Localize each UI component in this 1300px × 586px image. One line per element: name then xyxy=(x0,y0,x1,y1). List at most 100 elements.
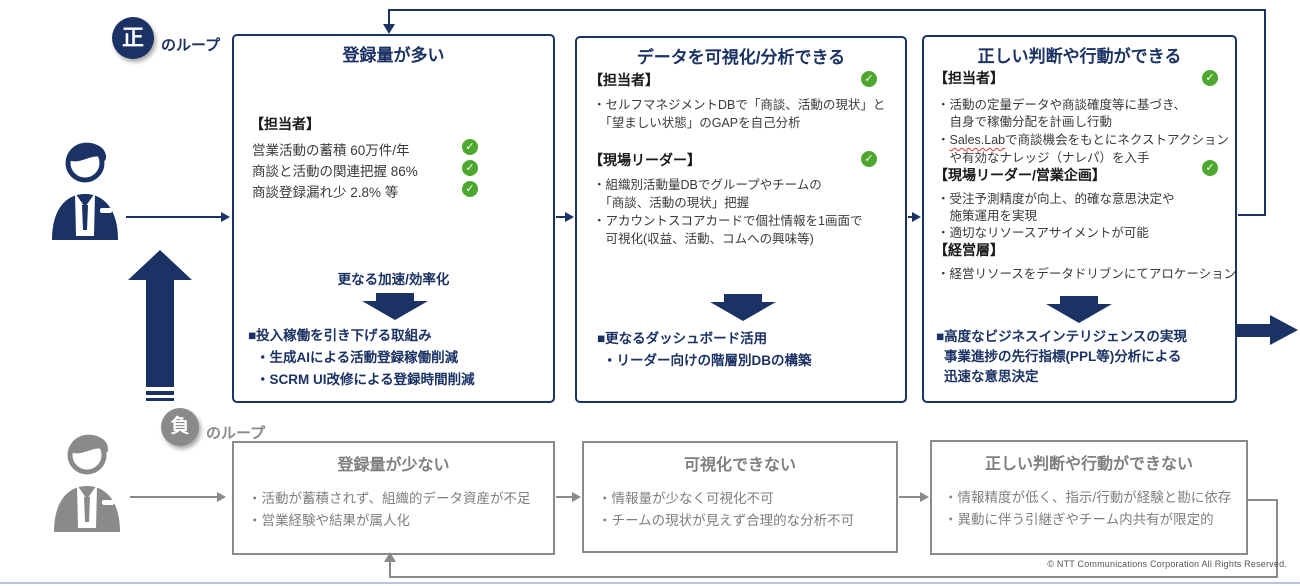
down-arrow-icon xyxy=(1060,296,1098,304)
arrowhead-up-icon xyxy=(384,552,396,562)
stage-box-no-visualization: 可視化できない ・情報量が少なく可視化不可 ・チームの現状が見えず合理的な分析不… xyxy=(582,441,898,553)
box-title: 正しい判断や行動ができない xyxy=(984,456,1193,473)
down-arrow-icon xyxy=(362,301,428,320)
arrowhead-right-icon xyxy=(912,212,921,222)
down-arrow-icon xyxy=(724,294,762,302)
arrowhead-right-icon xyxy=(221,212,230,222)
arrowhead-right-icon xyxy=(920,492,929,502)
loop-up-arrow-stripe xyxy=(146,398,174,401)
positive-loop-line-stub xyxy=(1238,214,1266,216)
stage-box-decision: 正しい判断や行動ができる 【担当者】 ✓ ・活動の定量データや商談確度等に基づき… xyxy=(922,35,1237,403)
sales-lab-brand: Sales.Lab xyxy=(949,133,1006,147)
detail-line: 施策運用を実現 xyxy=(937,209,1038,223)
detail-line: ・アカウントスコアカードで個社情報を1画面で xyxy=(593,214,863,228)
salesperson-icon xyxy=(52,142,118,240)
outcome-line: ■高度なビジネスインテリジェンスの実現 xyxy=(936,329,1187,344)
detail-line: 可視化(収益、活動、コムへの興味等) xyxy=(593,232,814,246)
stage-box-no-decision: 正しい判断や行動ができない ・情報精度が低く、指示/行動が経験と勘に依存 ・異動… xyxy=(930,440,1248,555)
down-arrow-icon xyxy=(710,302,776,321)
detail-line: ・異動に伴う引継ぎやチーム内共有が限定的 xyxy=(944,512,1214,527)
detail-line: ・組織別活動量DBでグループやチームの xyxy=(593,178,822,192)
box-title: 正しい判断や行動ができる xyxy=(977,47,1182,66)
detail-line: ・経営リソースをデータドリブンにてアロケーション xyxy=(937,267,1237,281)
arrowhead-right-icon xyxy=(565,212,574,222)
detail-line: ・適切なリソースアサイメントが可能 xyxy=(937,226,1149,240)
detail-line: ・情報精度が低く、指示/行動が経験と勘に依存 xyxy=(944,490,1232,505)
output-arrow-head-icon xyxy=(1270,315,1298,345)
check-icon: ✓ xyxy=(462,139,478,155)
outcome-line: 事業進捗の先行指標(PPL等)分析による xyxy=(944,349,1182,364)
stage-box-registration-high: 登録量が多い 【担当者】 営業活動の蓄積 60万件/年 商談と活動の関連把握 8… xyxy=(232,34,555,403)
positive-loop-line-top xyxy=(389,9,1266,11)
flow-arrow-box2-box3 xyxy=(908,216,914,218)
detail-line: 「商談、活動の現状」把握 xyxy=(593,196,750,210)
negative-loop-line-stub xyxy=(1248,499,1278,501)
negative-loop-line-right xyxy=(1276,499,1278,578)
box-title: 可視化できない xyxy=(683,457,796,474)
check-icon: ✓ xyxy=(462,181,478,197)
metric-line: 営業活動の蓄積 60万件/年 xyxy=(252,143,410,158)
arrowhead-down-icon xyxy=(383,24,395,34)
copyright-text: © NTT Communications Corporation All Rig… xyxy=(1047,559,1287,569)
detail-line: ・営業経験や結果が属人化 xyxy=(248,513,410,528)
metric-line: 商談登録漏れ少 2.8% 等 xyxy=(252,185,399,200)
box-title: データを可視化/分析できる xyxy=(636,48,846,67)
positive-loop-line-right xyxy=(1264,9,1266,216)
metric-line: 商談と活動の関連把握 86% xyxy=(252,164,418,179)
detail-line-sales-lab: ・Sales.Labで商談機会をもとにネクストアクション xyxy=(937,129,1229,148)
flow-arrow-box1-box2 xyxy=(556,216,566,218)
flow-arrow-graybox2-graybox3 xyxy=(899,496,921,498)
negative-loop-label: のループ xyxy=(206,425,266,442)
check-icon: ✓ xyxy=(861,151,877,167)
check-icon: ✓ xyxy=(1202,70,1218,86)
outcome-line: ・SCRM UI改修による登録時間削減 xyxy=(256,372,475,387)
check-icon: ✓ xyxy=(861,71,877,87)
role-heading: 【担当者】 xyxy=(589,72,659,88)
negative-loop-line-bottom xyxy=(389,576,1278,578)
down-arrow-icon xyxy=(1046,304,1112,323)
detail-line: ・チームの現状が見えず合理的な分析不可 xyxy=(598,513,855,528)
flow-arrow-person-to-graybox1 xyxy=(130,496,218,498)
loop-up-arrow-shaft xyxy=(146,279,174,387)
outcome-line: ■更なるダッシュボード活用 xyxy=(597,331,768,346)
outcome-line: ・リーダー向けの階層別DBの構築 xyxy=(603,353,812,368)
arrowhead-right-icon xyxy=(217,492,226,502)
detail-line: や有効なナレッジ（ナレパ）を入手 xyxy=(937,151,1150,165)
check-icon: ✓ xyxy=(1202,160,1218,176)
role-heading: 【担当者】 xyxy=(250,116,320,132)
bullet-glyph: ・ xyxy=(937,133,950,147)
flow-arrow-graybox1-graybox2 xyxy=(556,496,573,498)
flow-arrow-person-to-box1 xyxy=(126,216,222,218)
role-heading: 【現場リーダー】 xyxy=(589,152,701,168)
detail-line: 自身で稼働分配を計画し行動 xyxy=(937,115,1113,129)
detail-line: ・情報量が少なく可視化不可 xyxy=(598,491,774,506)
stage-box-registration-low: 登録量が少ない ・活動が蓄積されず、組織的データ資産が不足 ・営業経験や結果が属… xyxy=(232,441,555,555)
positive-loop-badge: 正 xyxy=(112,17,154,59)
positive-loop-line-drop xyxy=(388,9,390,25)
positive-loop-label: のループ xyxy=(161,37,221,54)
outcome-line: ■投入稼働を引き下げる取組み xyxy=(248,328,432,343)
detail-line: ・受注予測精度が向上、的確な意思決定や xyxy=(937,192,1175,206)
box-title: 登録量が多い xyxy=(342,46,445,65)
detail-line: 「望ましい状態」のGAPを自己分析 xyxy=(593,116,801,130)
detail-line: ・活動が蓄積されず、組織的データ資産が不足 xyxy=(248,491,531,506)
detail-line: ・セルフマネジメントDBで「商談、活動の現状」と xyxy=(593,98,886,112)
output-arrow-shaft xyxy=(1237,324,1270,337)
transition-label: 更なる加速/効率化 xyxy=(337,272,450,287)
sales-lab-rest: で商談機会をもとにネクストアクション xyxy=(1005,133,1229,147)
negative-loop-badge: 負 xyxy=(161,408,199,446)
role-heading: 【担当者】 xyxy=(934,70,1004,86)
slide-footer-line xyxy=(0,582,1300,584)
down-arrow-icon xyxy=(376,293,414,301)
detail-line: ・活動の定量データや商談確度等に基づき、 xyxy=(937,98,1187,112)
outcome-line: ・生成AIによる活動登録稼働削減 xyxy=(256,350,459,365)
role-heading: 【経営層】 xyxy=(934,242,1004,258)
negative-loop-line-rise xyxy=(389,561,391,578)
check-icon: ✓ xyxy=(462,160,478,176)
salesperson-icon-gray xyxy=(54,434,120,532)
stage-box-visualization: データを可視化/分析できる 【担当者】 ✓ ・セルフマネジメントDBで「商談、活… xyxy=(575,36,907,403)
outcome-line: 迅速な意思決定 xyxy=(944,369,1039,384)
loop-up-arrow-head-icon xyxy=(128,250,192,280)
loop-up-arrow-stripe xyxy=(146,391,174,395)
